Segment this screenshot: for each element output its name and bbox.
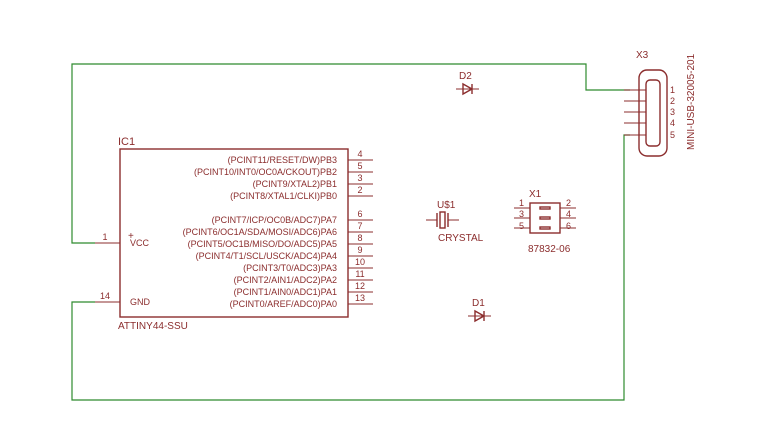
ic1-pin-name: (PCINT10/INT0/OC0A/CKOUT)PB2	[194, 167, 337, 177]
ic1-pin-number: 11	[355, 269, 364, 279]
ic1-pin-number: 9	[357, 245, 362, 255]
x1-pin-number: 4	[566, 209, 571, 219]
x3-pin-number: 2	[670, 96, 675, 106]
ic1-pin-number: 6	[357, 209, 362, 219]
x1-pin-number: 3	[519, 209, 524, 219]
u1-crystal[interactable]: U$1 CRYSTAL	[426, 200, 484, 244]
d1-anode-triangle	[474, 309, 486, 323]
ic1-pin-name: GND	[130, 297, 151, 307]
x3-ref-label: X3	[636, 50, 649, 61]
x3-pin-number: 1	[670, 85, 675, 95]
d2-ref-label: D2	[459, 71, 472, 82]
x3-mini-usb[interactable]: X3 1 2 3 4 5 MINI-USB-32005-201	[624, 50, 697, 157]
ic1-right-pins: 4 (PCINT11/RESET/DW)PB3 5 (PCINT10/INT0/OC0…	[183, 149, 373, 309]
ic1-pin-number: 1	[102, 232, 107, 242]
ic1-pin-number: 3	[357, 173, 362, 183]
ic1-pin-name: (PCINT11/RESET/DW)PB3	[228, 155, 337, 165]
ic1-pin-number: 13	[355, 293, 365, 303]
u1-value-label: CRYSTAL	[438, 233, 484, 244]
ic1-pin-name: (PCINT1/AIN0/ADC1)PA1	[234, 287, 337, 297]
x1-pin-number: 5	[519, 221, 524, 231]
x3-pin-number: 3	[670, 107, 675, 117]
ic1-pin-name: (PCINT2/AIN1/ADC2)PA2	[234, 275, 337, 285]
x1-pin-pad	[539, 216, 551, 220]
ic1-pin-number: 5	[357, 161, 362, 171]
ic1-ref-label: IC1	[118, 136, 135, 148]
x1-value-label: 87832-06	[528, 244, 571, 255]
x3-value-label: MINI-USB-32005-201	[686, 53, 697, 150]
ic1-pin-name: (PCINT4/T1/SCL/USCK/ADC4)PA4	[196, 251, 337, 261]
x3-receptacle	[645, 79, 661, 147]
d1-diode[interactable]: D1	[468, 298, 491, 323]
ic1-pin-name: (PCINT5/OC1B/MISO/DO/ADC5)PA5	[188, 239, 337, 249]
ic1-pin-name: (PCINT3/T0/ADC3)PA3	[243, 263, 337, 273]
ic1-body	[119, 148, 349, 318]
x1-pin-number: 1	[519, 198, 524, 208]
ic1-pin-number: 4	[357, 149, 362, 159]
ic1-pin-name: (PCINT8/XTAL1/CLKI)PB0	[230, 191, 337, 201]
ic1-pin-name: (PCINT0/AREF/ADC0)PA0	[230, 299, 337, 309]
u1-crystal-body	[439, 211, 446, 229]
ic1-pin-name: VCC	[130, 238, 150, 248]
x3-pin-number: 4	[670, 118, 675, 128]
d2-anode-triangle	[462, 82, 474, 96]
u1-ref-label: U$1	[437, 200, 456, 211]
ic1-pin-name: (PCINT7/ICP/OC0B/ADC7)PA7	[212, 215, 337, 225]
x1-pin-pad	[539, 226, 551, 230]
d2-diode[interactable]: D2	[456, 71, 479, 96]
x1-pin-number: 2	[566, 198, 571, 208]
ic1-pin-number: 14	[100, 291, 110, 301]
vcc-net-wire	[71, 63, 630, 244]
ic1-pin-name: (PCINT9/XTAL2)PB1	[253, 179, 337, 189]
ic1-pin-number: 2	[357, 185, 362, 195]
x1-header[interactable]: X1 1 2 3 4 5 6 87832-06	[514, 189, 576, 255]
ic1-pin-number: 8	[357, 233, 362, 243]
d1-ref-label: D1	[472, 298, 485, 309]
x1-pin-pad	[539, 206, 551, 210]
vcc-pin-marker: +	[128, 231, 134, 242]
ic1-value-label: ATTINY44-SSU	[118, 321, 188, 332]
ic1-pin-number: 10	[355, 257, 365, 267]
ic1-pin-name: (PCINT6/OC1A/SDA/MOSI/ADC6)PA6	[183, 227, 337, 237]
x1-pin-number: 6	[566, 221, 571, 231]
ic1-pin-number: 7	[357, 221, 362, 231]
x3-pin-number: 5	[670, 130, 675, 140]
x3-body	[638, 69, 668, 157]
x1-ref-label: X1	[529, 189, 542, 200]
ic1-pin-number: 12	[355, 281, 365, 291]
